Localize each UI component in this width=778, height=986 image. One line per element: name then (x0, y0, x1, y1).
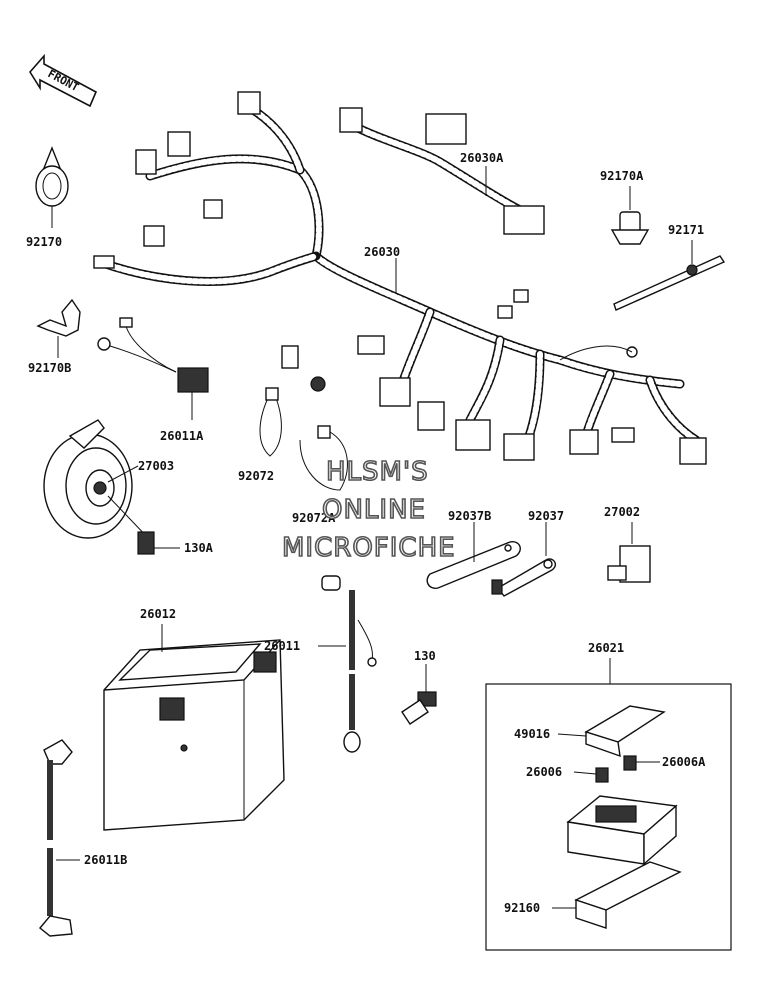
battery-26012 (103, 624, 285, 831)
lead-26011A (97, 317, 209, 420)
harness-26030 (93, 91, 707, 465)
tie-92072 (259, 387, 282, 457)
horn-27003 (43, 419, 180, 555)
harness-26030A (339, 107, 545, 235)
clip-92170A (610, 186, 650, 245)
label-26011: 26011 (264, 639, 300, 653)
label-92072A: 92072A (292, 511, 336, 525)
fuse-box-frame (485, 683, 732, 951)
watermark-line-3: MICROFICHE (282, 533, 456, 563)
clamp-92170 (35, 146, 69, 228)
plate-92037 (491, 522, 556, 597)
label-27002: 27002 (604, 505, 640, 519)
label-26006: 26006 (526, 765, 562, 779)
label-26030A: 26030A (460, 151, 504, 165)
label-92171: 92171 (668, 223, 704, 237)
relay-27002 (607, 522, 651, 583)
label-92037: 92037 (528, 509, 564, 523)
fuse-26006A (623, 755, 660, 771)
clip-92170B (36, 298, 81, 358)
label-92170: 92170 (26, 235, 62, 249)
label-26006A: 26006A (662, 755, 706, 769)
front-arrow-icon: FRONT (29, 53, 98, 108)
label-26030: 26030 (364, 245, 400, 259)
cable-26011B (39, 739, 80, 937)
label-26012: 26012 (140, 607, 176, 621)
bolt-130 (401, 664, 437, 725)
fuse-26006 (573, 767, 609, 783)
label-49016: 49016 (514, 727, 550, 741)
label-92170B: 92170B (28, 361, 71, 375)
cover-49016 (557, 705, 666, 758)
tie-92072A (299, 425, 348, 491)
watermark-line-2: ONLINE (322, 495, 426, 525)
label-26021: 26021 (588, 641, 624, 655)
label-26011B: 26011B (84, 853, 127, 867)
label-26011A: 26011A (160, 429, 204, 443)
fuse-box-body (566, 795, 678, 866)
watermark-line-1: HLSM'S (326, 457, 429, 487)
label-27003: 27003 (138, 459, 174, 473)
label-92170A: 92170A (600, 169, 644, 183)
label-130A: 130A (184, 541, 214, 555)
strap-92171 (613, 240, 726, 311)
label-130: 130 (414, 649, 436, 663)
label-92160: 92160 (504, 901, 540, 915)
case-92160 (552, 861, 682, 929)
label-92037B: 92037B (448, 509, 491, 523)
watermark: HLSM'S ONLINE MICROFICHE (281, 456, 456, 564)
cable-26011 (318, 575, 377, 753)
label-92072: 92072 (238, 469, 274, 483)
plate-92037B (426, 522, 521, 589)
